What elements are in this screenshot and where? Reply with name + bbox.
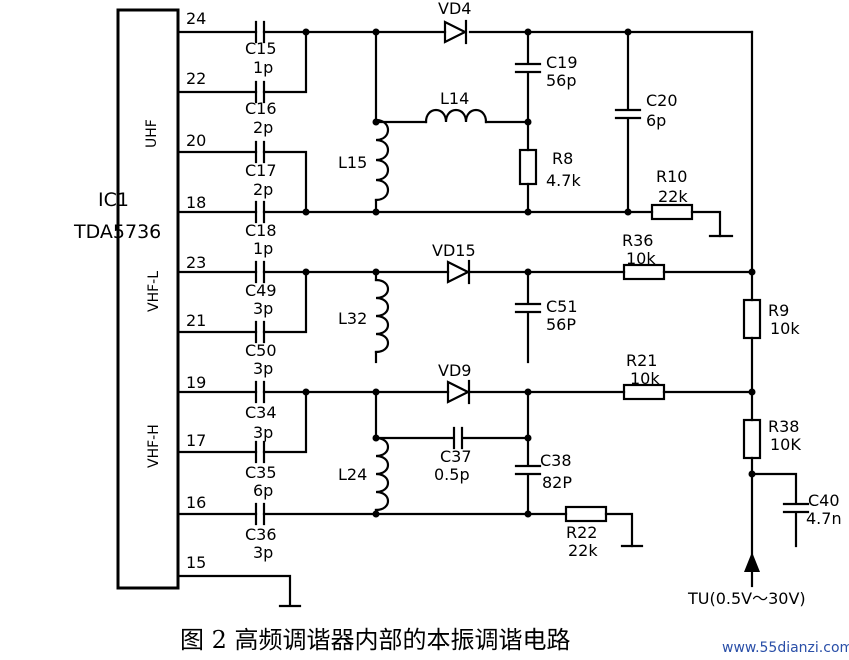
c51-value: 56P [546, 315, 576, 334]
r9-ref: R9 [768, 301, 789, 320]
ic-part-label: TDA5736 [73, 221, 161, 243]
band-label-vhf-h: VHF-H [146, 424, 162, 468]
pin-24-label: 24 [186, 9, 206, 28]
r8-value: 4.7k [546, 171, 581, 190]
l24-ref: L24 [338, 465, 367, 484]
band-label-uhf: UHF [144, 119, 160, 148]
c20-value: 6p [646, 111, 666, 130]
l32-ref: L32 [338, 309, 367, 328]
c40-ref: C40 [808, 491, 840, 510]
pin-16-label: 16 [186, 493, 206, 512]
l15-ref: L15 [338, 153, 367, 172]
c16-ref: C16 [245, 99, 277, 118]
c51-ref: C51 [546, 297, 578, 316]
c37-value: 0.5p [434, 465, 470, 484]
c35-value: 6p [253, 481, 273, 500]
pin-21-label: 21 [186, 311, 206, 330]
r22-ref: R22 [566, 523, 597, 542]
c19-ref: C19 [546, 53, 578, 72]
pin-23-label: 23 [186, 253, 206, 272]
c15-value: 1p [253, 58, 273, 77]
r9-value: 10k [770, 319, 800, 338]
r21-value: 10k [630, 369, 660, 388]
r38-value: 10K [770, 435, 801, 454]
r21-ref: R21 [626, 351, 657, 370]
c18-value: 1p [253, 239, 273, 258]
c17-ref: C17 [245, 161, 277, 180]
r38-ref: R38 [768, 417, 799, 436]
uhf-section [176, 19, 754, 238]
c36-ref: C36 [245, 525, 277, 544]
r10-ref: R10 [656, 167, 687, 186]
c20-ref: C20 [646, 91, 678, 110]
c49-ref: C49 [245, 281, 277, 300]
c16-value: 2p [253, 118, 273, 137]
band-label-vhf-l: VHF-L [146, 271, 162, 312]
c37-ref: C37 [440, 447, 472, 466]
c50-ref: C50 [245, 341, 277, 360]
r36-value: 10k [626, 249, 656, 268]
l14-ref: L14 [440, 89, 469, 108]
vhf-h-section [176, 379, 756, 548]
c34-ref: C34 [245, 403, 277, 422]
r36-ref: R36 [622, 231, 653, 250]
c19-value: 56p [546, 71, 577, 90]
r22-value: 22k [568, 541, 598, 560]
pin-15-label: 15 [186, 553, 206, 572]
pin-20-label: 20 [186, 131, 206, 150]
vhf-l-section [176, 259, 756, 364]
c49-value: 3p [253, 299, 273, 318]
c18-ref: C18 [245, 221, 277, 240]
vd9-ref: VD9 [438, 361, 471, 380]
figure-caption: 图 2 高频调谐器内部的本振调谐电路 [180, 626, 571, 654]
c17-value: 2p [253, 180, 273, 199]
c34-value: 3p [253, 423, 273, 442]
tuning-bias-chain [742, 30, 810, 588]
r10-value: 22k [658, 187, 688, 206]
c15-ref: C15 [245, 39, 277, 58]
pin-19-label: 19 [186, 373, 206, 392]
pin-22-label: 22 [186, 69, 206, 88]
c38-value: 82P [542, 473, 572, 492]
r8-ref: R8 [552, 149, 573, 168]
vd4-ref: VD4 [438, 0, 471, 18]
pin-18-label: 18 [186, 193, 206, 212]
c36-value: 3p [253, 543, 273, 562]
ic-ref-label: IC1 [98, 189, 129, 211]
pin-17-label: 17 [186, 431, 206, 450]
c38-ref: C38 [540, 451, 572, 470]
c35-ref: C35 [245, 463, 277, 482]
ic1-body [116, 8, 180, 590]
c40-value: 4.7n [806, 509, 842, 528]
tuning-voltage-label: TU(0.5V～30V) [687, 589, 806, 608]
c50-value: 3p [253, 359, 273, 378]
vd15-ref: VD15 [432, 241, 476, 260]
watermark-url: www.55dianzi.com [722, 640, 849, 656]
